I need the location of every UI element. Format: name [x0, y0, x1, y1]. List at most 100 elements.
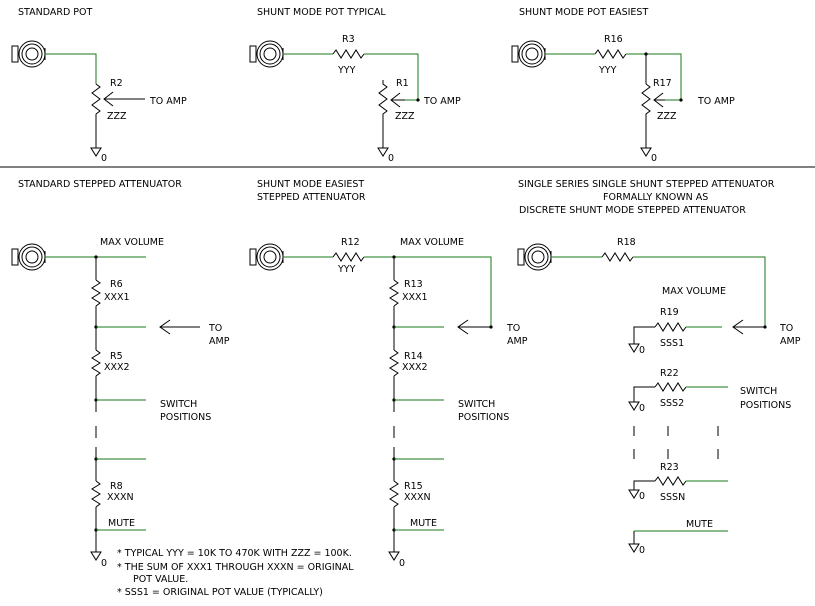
ground-icon: [640, 147, 652, 157]
continuation-mark: [633, 426, 719, 459]
amp-label: AMP: [780, 336, 801, 347]
to-amp-label: TO AMP: [149, 96, 187, 107]
positions-label: POSITIONS: [160, 412, 211, 423]
rca-jack-icon: [517, 243, 552, 271]
switch-label: SWITCH: [740, 386, 777, 397]
shunt-stepped-attenuator-circuit: R12 YYY MAX VOLUME R13 XXX1 TO AMP R14 X…: [249, 237, 528, 569]
switch-label: SWITCH: [160, 399, 197, 410]
ground-label: 0: [101, 558, 107, 569]
title-shunt-mode-pot-typical: SHUNT MODE POT TYPICAL: [257, 7, 386, 18]
note-line: * SSS1 = ORIGINAL POT VALUE (TYPICALLY): [117, 587, 323, 598]
rca-jack-icon: [249, 243, 284, 271]
shunt-pot-typical-circuit: R3 YYY R1 ZZZ TO AMP 0: [249, 34, 461, 164]
rca-jack-icon: [511, 40, 546, 68]
ground-icon: [90, 147, 102, 157]
resistor-value: XXX2: [104, 362, 130, 373]
part-label: R3: [342, 34, 355, 45]
to-amp-label: TO AMP: [423, 96, 461, 107]
resistor-value: SSSN: [660, 492, 685, 503]
part-label: R14: [404, 351, 423, 362]
standard-stepped-attenuator-circuit: MAX VOLUME R6 XXX1 TO AMP R5 XXX2 SWITCH…: [11, 237, 230, 569]
title-shunt-mode-pot-easiest: SHUNT MODE POT EASIEST: [519, 7, 648, 18]
zzz-value: ZZZ: [395, 111, 415, 122]
wiper-arrow-icon: [390, 92, 405, 108]
resistor-value: XXX2: [402, 362, 428, 373]
title-shunt-stepped-line1: SHUNT MODE EASIEST: [257, 179, 364, 190]
part-label: R15: [404, 481, 423, 492]
part-label: R2: [110, 78, 123, 89]
part-label: R6: [110, 279, 123, 290]
title-sss-line3: DISCRETE SHUNT MODE STEPPED ATTENUATOR: [519, 205, 746, 216]
note-line: * TYPICAL YYY = 10K TO 470K WITH ZZZ = 1…: [117, 548, 352, 559]
part-label: R16: [604, 34, 623, 45]
title-sss-line1: SINGLE SERIES SINGLE SHUNT STEPPED ATTEN…: [518, 179, 775, 190]
rca-jack-icon: [11, 40, 46, 68]
switch-label: SWITCH: [458, 399, 495, 410]
title-standard-stepped-attenuator: STANDARD STEPPED ATTENUATOR: [18, 179, 182, 190]
resistor-value: XXXN: [404, 492, 431, 503]
ground-icon: [377, 147, 389, 157]
ground-icon: [388, 551, 400, 561]
to-label: TO: [208, 323, 222, 334]
yyy-value: YYY: [337, 65, 356, 76]
amp-label: AMP: [507, 336, 528, 347]
ground-icon: [628, 343, 640, 353]
part-label: R17: [653, 78, 672, 89]
part-label: R12: [341, 237, 360, 248]
note-line: POT VALUE.: [133, 574, 188, 585]
ground-label: 0: [639, 545, 645, 556]
max-volume-label: MAX VOLUME: [100, 237, 164, 248]
selector-arrow-icon: [732, 319, 765, 335]
amp-label: AMP: [209, 336, 230, 347]
note-line: * THE SUM OF XXX1 THROUGH XXXN = ORIGINA…: [117, 562, 354, 573]
title-shunt-stepped-line2: STEPPED ATTENUATOR: [257, 192, 366, 203]
max-volume-label: MAX VOLUME: [662, 286, 726, 297]
part-label: R8: [110, 481, 123, 492]
ground-label: 0: [639, 491, 645, 502]
to-label: TO: [779, 323, 793, 334]
part-label: R23: [660, 462, 679, 473]
part-label: R5: [110, 351, 123, 362]
title-standard-pot: STANDARD POT: [18, 7, 92, 18]
resistor-value: SSS2: [660, 398, 684, 409]
shunt-pot-easiest-circuit: R16 YYY R17 ZZZ TO AMP 0: [511, 34, 735, 164]
ground-label: 0: [388, 153, 394, 164]
mute-label: MUTE: [410, 518, 437, 529]
part-label: R18: [617, 237, 636, 248]
zzz-value: ZZZ: [107, 111, 127, 122]
ground-label: 0: [101, 153, 107, 164]
ground-icon: [628, 489, 640, 499]
ground-icon: [628, 543, 640, 553]
ground-icon: [90, 551, 102, 561]
resistor-value: SSS1: [660, 338, 684, 349]
resistor-value: XXX1: [104, 292, 130, 303]
single-series-single-shunt-circuit: R18 MAX VOLUME TO AMP R19 SSS1 0 R22 SSS…: [517, 237, 801, 556]
ground-label: 0: [639, 345, 645, 356]
part-label: R13: [404, 279, 423, 290]
selector-arrow-icon: [457, 319, 491, 335]
rca-jack-icon: [249, 40, 284, 68]
rca-jack-icon: [11, 243, 46, 271]
resistor-value: XXX1: [402, 292, 428, 303]
to-amp-label: TO AMP: [697, 96, 735, 107]
part-label: R22: [660, 368, 679, 379]
standard-pot-circuit: R2 ZZZ TO AMP 0: [11, 40, 187, 164]
notes: * TYPICAL YYY = 10K TO 470K WITH ZZZ = 1…: [117, 548, 354, 598]
part-label: R1: [396, 78, 409, 89]
yyy-value: YYY: [598, 65, 617, 76]
ground-label: 0: [639, 403, 645, 414]
yyy-value: YYY: [337, 264, 356, 275]
zzz-value: ZZZ: [657, 111, 677, 122]
to-label: TO: [506, 323, 520, 334]
part-label: R19: [660, 307, 679, 318]
wiper-arrow-icon: [103, 91, 145, 107]
ground-icon: [628, 401, 640, 411]
mute-label: MUTE: [686, 519, 713, 530]
max-volume-label: MAX VOLUME: [400, 237, 464, 248]
wiper-arrow-icon: [653, 92, 665, 108]
positions-label: POSITIONS: [458, 412, 509, 423]
resistor-value: XXXN: [107, 492, 134, 503]
mute-label: MUTE: [108, 518, 135, 529]
selector-arrow-icon: [159, 319, 200, 335]
